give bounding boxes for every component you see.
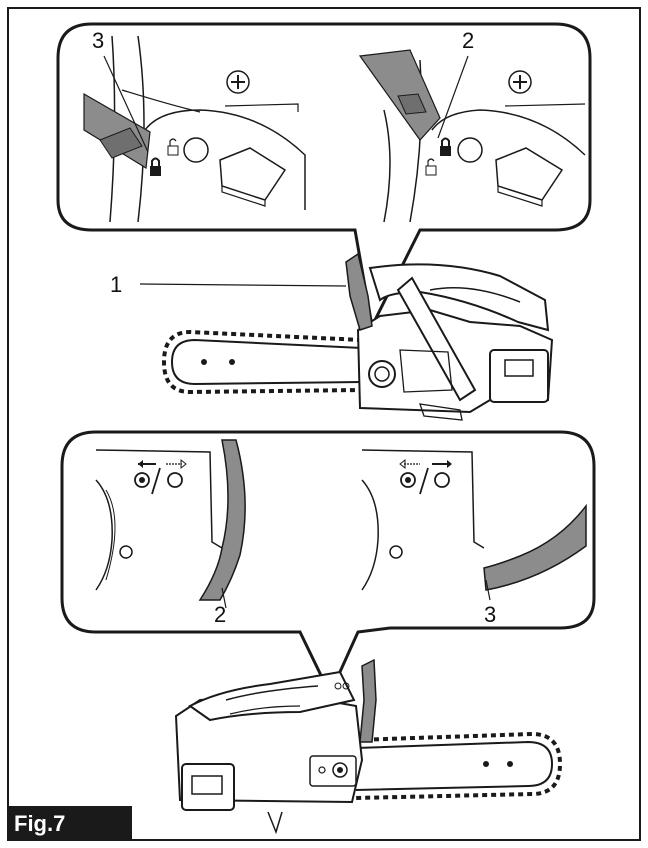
fig-label-text: Fig.7 <box>14 811 65 836</box>
lock-closed-icon <box>150 157 161 176</box>
callout-top-right: 2 <box>462 28 474 53</box>
top-detail-panel: 3 <box>56 22 592 331</box>
bottom-left-view: 2 <box>95 439 246 627</box>
bottom-detail-panel: 2 3 <box>60 430 596 698</box>
callout-bottom-left: 2 <box>214 602 226 627</box>
lock-closed-icon <box>440 137 451 156</box>
outer-frame <box>7 7 641 841</box>
lock-open-icon <box>425 158 437 176</box>
brake-arrow-right-icon <box>166 458 187 470</box>
brake-indicator-icon <box>400 467 450 495</box>
top-right-view: 2 <box>358 28 586 223</box>
brake-indicator-icon <box>134 467 183 495</box>
screw-icon <box>226 70 250 94</box>
chain-brake-lever <box>345 252 373 331</box>
bottom-right-view: 3 <box>361 449 587 627</box>
brake-arrow-left-icon <box>399 458 420 470</box>
fig-label: Fig.7 <box>8 806 132 840</box>
chainsaw-rear-view <box>174 658 563 835</box>
callout-bottom-right: 3 <box>484 602 496 627</box>
brake-arrow-right-icon <box>432 460 452 468</box>
brake-arrow-left-icon <box>138 460 156 468</box>
chainsaw-side-view: 1 <box>110 252 554 421</box>
callout-top-left: 3 <box>92 28 104 53</box>
top-left-view: 3 <box>83 28 306 223</box>
callout-chain-brake: 1 <box>110 272 122 297</box>
screw-icon <box>508 70 532 94</box>
lock-open-icon <box>167 138 179 156</box>
